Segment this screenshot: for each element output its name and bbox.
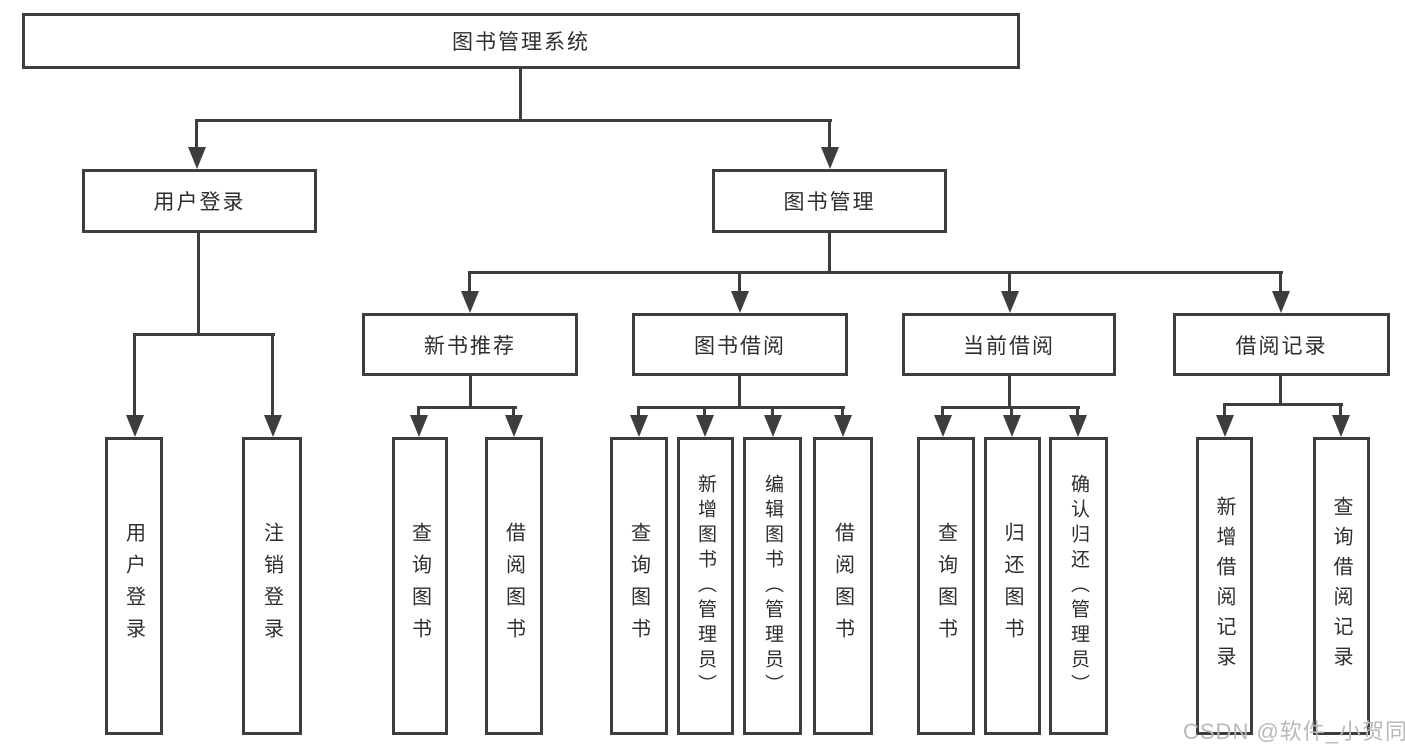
node-leaf-confirm-return-admin: 确认归还（管理员）	[1049, 437, 1108, 735]
connector-bb-child4-stem	[841, 406, 844, 418]
connector-user-login-stem	[197, 233, 200, 336]
node-leaf-query-books-3: 查询图书	[917, 437, 975, 735]
arrow-to-records-icon	[1272, 291, 1290, 313]
connector-root-bar	[195, 119, 832, 122]
connector-rc-child1-stem	[1223, 403, 1226, 417]
connector-book-mgmt-bar	[468, 271, 1283, 274]
connector-cb-child3-stem	[1076, 406, 1079, 418]
node-leaf-add-books-admin: 新增图书（管理员）	[677, 437, 734, 735]
node-book-management: 图书管理	[712, 169, 947, 233]
connector-cb-child2-stem	[1010, 406, 1013, 418]
node-leaf-return-books: 归还图书	[984, 437, 1041, 735]
node-leaf-query-books-1: 查询图书	[392, 437, 448, 735]
arrow-to-current-icon	[1001, 291, 1019, 313]
arrow-to-borrow-icon	[731, 291, 749, 313]
node-user-login: 用户登录	[82, 169, 317, 233]
node-library-system: 图书管理系统	[22, 13, 1020, 69]
connector-rc-child2-stem	[1339, 403, 1342, 417]
node-leaf-query-borrow-record: 查询借阅记录	[1313, 437, 1370, 735]
arrow-nb-child1-icon	[410, 415, 428, 437]
arrow-cb-child1-icon	[934, 415, 952, 437]
connector-bb-child1-stem	[637, 406, 640, 418]
connector-login-child2-stem	[271, 333, 274, 417]
connector-nb-child2-stem	[512, 406, 515, 418]
arrow-rc-child1-icon	[1216, 415, 1234, 437]
connector-bb-child2-stem	[703, 406, 706, 418]
connector-borrow-stem	[738, 376, 741, 408]
connector-bb-child3-stem	[771, 406, 774, 418]
arrow-to-book-mgmt-icon	[821, 147, 839, 169]
connector-cb-child1-stem	[941, 406, 944, 418]
node-leaf-borrow-books-2: 借阅图书	[813, 437, 873, 735]
node-new-book-recommend: 新书推荐	[362, 313, 578, 376]
node-leaf-logout: 注销登录	[242, 437, 302, 735]
node-leaf-add-borrow-record: 新增借阅记录	[1196, 437, 1253, 735]
connector-to-borrow-stem	[738, 271, 741, 293]
connector-to-new-book-stem	[468, 271, 471, 293]
connector-borrow-bar	[637, 406, 845, 409]
connector-records-stem	[1279, 376, 1282, 406]
node-borrow-records: 借阅记录	[1173, 313, 1390, 376]
arrow-bb-child1-icon	[630, 415, 648, 437]
connector-to-book-mgmt-stem	[828, 119, 831, 149]
node-leaf-user-login: 用户登录	[105, 437, 163, 735]
node-leaf-borrow-books-1: 借阅图书	[485, 437, 543, 735]
arrow-rc-child2-icon	[1332, 415, 1350, 437]
arrow-cb-child3-icon	[1069, 415, 1087, 437]
node-current-borrow: 当前借阅	[902, 313, 1116, 376]
arrow-to-user-login-icon	[188, 147, 206, 169]
arrow-login-child2-icon	[264, 415, 282, 437]
connector-new-book-bar	[417, 406, 517, 409]
arrow-login-child1-icon	[126, 415, 144, 437]
arrow-bb-child3-icon	[764, 415, 782, 437]
connector-to-user-login-stem	[195, 119, 198, 149]
connector-login-child1-stem	[133, 333, 136, 417]
watermark: CSDN @软件_小贺同学	[1183, 719, 1405, 744]
connector-records-bar	[1223, 403, 1343, 406]
connector-new-book-stem	[469, 376, 472, 408]
arrow-nb-child2-icon	[505, 415, 523, 437]
arrow-bb-child2-icon	[696, 415, 714, 437]
connector-to-current-stem	[1008, 271, 1011, 293]
node-book-borrow: 图书借阅	[632, 313, 848, 376]
connector-book-mgmt-stem	[828, 233, 831, 274]
arrow-cb-child2-icon	[1003, 415, 1021, 437]
connector-to-records-stem	[1279, 271, 1282, 293]
connector-user-login-bar	[133, 333, 275, 336]
arrow-to-new-book-icon	[461, 291, 479, 313]
node-leaf-query-books-2: 查询图书	[610, 437, 668, 735]
connector-nb-child1-stem	[417, 406, 420, 418]
connector-current-stem	[1008, 376, 1011, 408]
connector-root-stem	[519, 69, 522, 122]
node-leaf-edit-books-admin: 编辑图书（管理员）	[743, 437, 802, 735]
arrow-bb-child4-icon	[834, 415, 852, 437]
